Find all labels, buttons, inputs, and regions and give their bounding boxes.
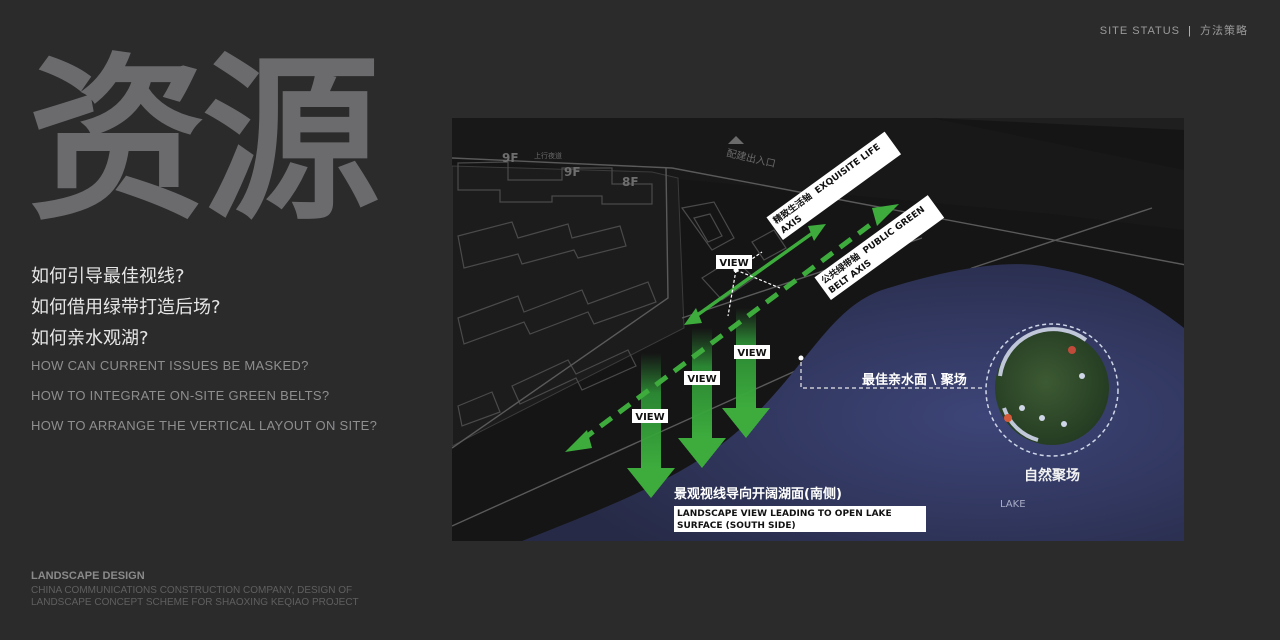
view-label-1: VIEW xyxy=(719,258,748,269)
view-label-3: VIEW xyxy=(687,374,716,385)
green-belt-axis-start-icon xyxy=(565,430,592,452)
entrance-arrow-icon xyxy=(728,136,744,144)
road-band xyxy=(452,118,1184,230)
question-en-1: HOW CAN CURRENT ISSUES BE MASKED? xyxy=(31,358,309,373)
question-cn-3: 如何亲水观湖? xyxy=(31,328,149,349)
footer-title: LANDSCAPE DESIGN xyxy=(31,570,145,582)
road-label: 上行夜道 xyxy=(534,151,562,160)
waterfront-label: 最佳亲水面 \ 聚场 xyxy=(862,372,967,388)
section-header: SITE STATUS | 方法策略 xyxy=(1100,22,1248,38)
section-en: SITE STATUS xyxy=(1099,25,1181,37)
question-cn-1: 如何引导最佳视线? xyxy=(31,266,185,287)
waterfront-leader xyxy=(800,362,982,389)
plaza-label: 自然聚场 xyxy=(1024,467,1080,484)
floor-label-2: 9F xyxy=(564,165,581,179)
view-label-4: VIEW xyxy=(635,412,664,423)
nature-plaza xyxy=(985,323,1119,457)
question-en-3: HOW TO ARRANGE THE VERTICAL LAYOUT ON SI… xyxy=(31,418,378,433)
exquisite-axis-start-icon xyxy=(684,308,702,325)
exquisite-life-axis xyxy=(694,230,816,318)
view-label-2: VIEW xyxy=(737,348,766,359)
question-cn-2: 如何借用绿带打造后场? xyxy=(31,297,221,318)
floor-label-1: 9F xyxy=(502,151,519,165)
floor-label-3: 8F xyxy=(622,175,639,189)
header-divider: | xyxy=(1188,25,1192,37)
site-map: 9F 9F 8F 上行夜道 配建出入口 LAKE 自然聚场 最佳亲水面 \ 聚场 xyxy=(452,118,1184,541)
question-en-2: HOW TO INTEGRATE ON-SITE GREEN BELTS? xyxy=(31,388,330,403)
page-title: 资源 xyxy=(28,37,380,244)
caption-en-line-2: SURFACE (SOUTH SIDE) xyxy=(677,521,796,531)
upper-road xyxy=(452,118,1184,130)
caption-cn: 景观视线导向开阔湖面(南侧) xyxy=(674,486,842,502)
residential-block xyxy=(452,165,685,447)
green-belt-axis xyxy=(580,213,884,443)
footer-text: CHINA COMMUNICATIONS CONSTRUCTION COMPAN… xyxy=(31,585,359,608)
exquisite-axis-end-icon xyxy=(808,224,826,241)
lake-label: LAKE xyxy=(1000,499,1026,510)
caption-en-line-1: LANDSCAPE VIEW LEADING TO OPEN LAKE xyxy=(677,509,892,519)
section-cn: 方法策略 xyxy=(1200,25,1248,37)
green-belt-axis-end-icon xyxy=(872,204,899,226)
